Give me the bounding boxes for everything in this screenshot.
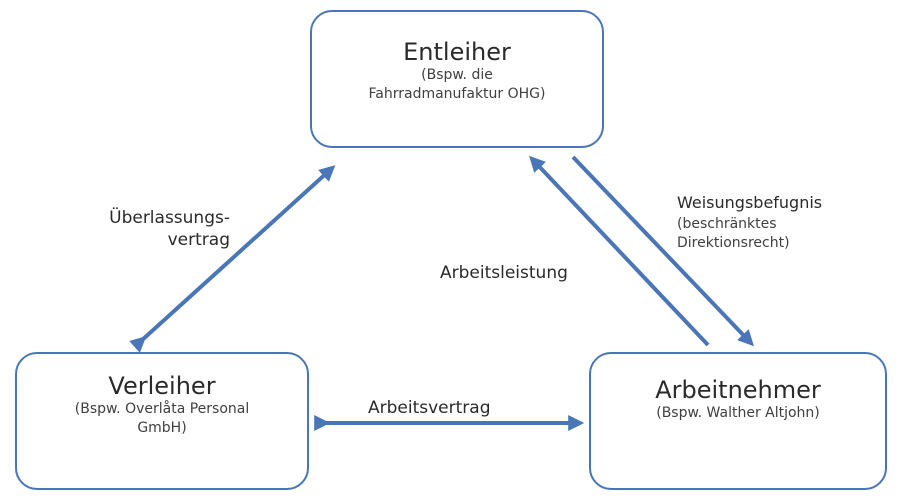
ueberlassungsvertrag-label-line2: vertrag: [167, 230, 230, 250]
arbeitsleistung-arrow: [529, 155, 710, 347]
ueberlassungsvertrag-label-line1: Überlassungs-: [109, 208, 230, 228]
entleiher-box: Entleiher (Bspw. die Fahrradmanufaktur O…: [310, 10, 604, 148]
arbeitnehmer-box: Arbeitnehmer (Bspw. Walther Altjohn): [589, 352, 887, 490]
ueberlassung-arrow: [129, 165, 336, 353]
direktionsrecht-label-line2: Direktionsrecht): [677, 235, 790, 251]
weisungsbefugnis-label: Weisungsbefugnis: [677, 193, 823, 212]
direktionsrecht-label-line1: (beschränktes: [677, 216, 777, 232]
entleiher-title: Entleiher: [403, 38, 511, 66]
arbeitsvertrag-label: Arbeitsvertrag: [368, 398, 491, 418]
verleiher-subtitle-line1: (Bspw. Overlåta Personal: [74, 401, 250, 417]
weisung-arrow: [571, 155, 754, 347]
arbeitsleistung-label: Arbeitsleistung: [440, 263, 568, 283]
arbeitnehmer-title: Arbeitnehmer: [655, 376, 821, 404]
verleiher-box: Verleiher (Bspw. Overlåta Personal GmbH): [15, 352, 309, 490]
verleiher-title: Verleiher: [108, 372, 216, 400]
verleiher-subtitle-line2: GmbH): [137, 420, 187, 436]
direktionsrecht-label: (beschränktes Direktionsrecht): [677, 215, 877, 253]
entleiher-subtitle-line2: Fahrradmanufaktur OHG): [368, 86, 546, 102]
arbeitnehmer-subtitle-line1: (Bspw. Walther Altjohn): [656, 405, 820, 421]
entleiher-subtitle-line1: (Bspw. die: [421, 67, 493, 83]
ueberlassungsvertrag-label: Überlassungs- vertrag: [80, 207, 230, 251]
